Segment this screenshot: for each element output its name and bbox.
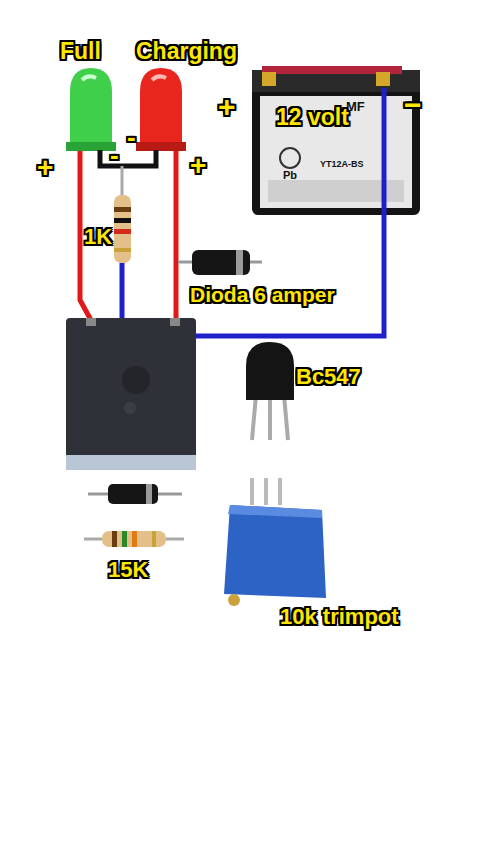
polarity-sign: − bbox=[404, 90, 422, 120]
component-label: 15K bbox=[108, 559, 148, 581]
component-label: 1K bbox=[84, 226, 112, 248]
relay-illustration bbox=[66, 318, 196, 470]
component-label: Dioda 6 amper bbox=[190, 284, 335, 305]
led-label: Full bbox=[60, 40, 101, 63]
led-red bbox=[136, 68, 186, 151]
led-green bbox=[66, 68, 116, 151]
resistor-lead bbox=[121, 166, 124, 195]
polarity-sign: + bbox=[37, 154, 53, 182]
cathode-wire bbox=[100, 150, 156, 166]
trimpot-illustration bbox=[224, 478, 326, 606]
battery-marking: Pb bbox=[283, 170, 297, 181]
blue-wire bbox=[122, 88, 384, 336]
diode-symbol bbox=[178, 250, 262, 275]
red-wire bbox=[174, 151, 179, 322]
polarity-sign: + bbox=[190, 152, 206, 180]
polarity-sign: - bbox=[110, 142, 119, 168]
component-label: 10k trimpot bbox=[280, 606, 399, 628]
led-label: Charging bbox=[136, 40, 237, 63]
resistor-symbol bbox=[114, 195, 131, 263]
component-label: Bc547 bbox=[296, 366, 361, 388]
polarity-sign: + bbox=[218, 92, 236, 122]
battery-marking: YT12A-BS bbox=[320, 160, 364, 169]
battery-illustration bbox=[252, 66, 420, 215]
polarity-sign: - bbox=[127, 124, 136, 150]
diode-symbol bbox=[88, 484, 182, 504]
transistor-symbol bbox=[246, 342, 294, 440]
resistor-symbol bbox=[84, 531, 184, 547]
voltage-label: 12 volt bbox=[276, 106, 349, 129]
